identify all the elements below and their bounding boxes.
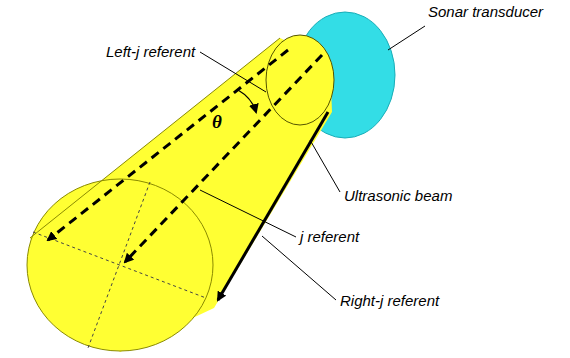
part-label: Ultrasonic beam	[344, 188, 452, 205]
beam-end	[27, 179, 213, 351]
right-j-line	[218, 112, 328, 300]
part-label: Left-j referent	[106, 44, 195, 61]
angle-symbol: θ	[212, 112, 222, 133]
part-label: Sonar transducer	[428, 4, 543, 21]
part-label: Right-j referent	[340, 293, 439, 310]
left-j-line	[48, 50, 288, 240]
part-label: j referent	[300, 229, 359, 246]
j-line	[125, 55, 322, 262]
